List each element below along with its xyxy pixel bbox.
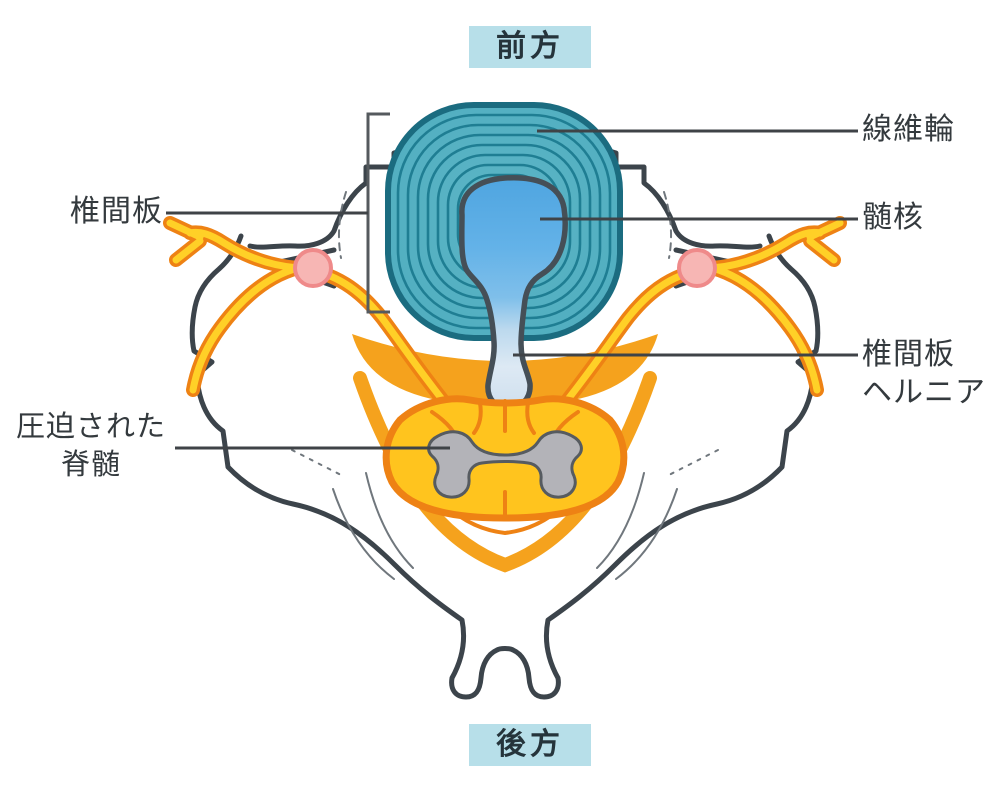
gray-matter-butterfly — [427, 430, 583, 499]
bone-dotted-left — [291, 449, 346, 478]
bone-dotted-right — [664, 449, 719, 478]
inferior-articular-left — [332, 472, 414, 580]
left-vertebral-artery — [293, 248, 333, 288]
bone-step-right — [583, 141, 763, 250]
label-intervertebral-disc: 椎間板 — [70, 195, 163, 228]
bone-detail-lines — [291, 191, 719, 580]
label-annulus-fibrosus: 線維輪 — [862, 113, 955, 146]
label-disc-herniation-line1: 椎間板 — [862, 338, 955, 371]
label-compressed-line2: 脊髄 — [60, 449, 121, 481]
bone-silhouette — [189, 233, 821, 700]
bone-step-left — [247, 141, 427, 250]
label-compressed-line1: 圧迫された — [15, 411, 166, 443]
inferior-articular-right — [596, 472, 678, 580]
orientation-label-anterior: 前方 — [469, 26, 591, 68]
label-disc-herniation-line2: ヘルニア — [862, 376, 986, 409]
label-compressed-spinal-cord: 圧迫された 脊髄 — [12, 408, 170, 484]
leader-lines — [166, 129, 858, 450]
right-vertebral-artery — [677, 248, 717, 288]
orientation-label-posterior: 後方 — [469, 724, 591, 766]
label-disc-herniation: 椎間板 ヘルニア — [862, 336, 986, 412]
bone-dashed-left — [337, 191, 347, 259]
compressed-spinal-cord — [382, 395, 628, 522]
bone-dashed-right — [663, 191, 673, 259]
label-nucleus-pulposus: 髄核 — [862, 201, 924, 234]
nucleus-pulposus-shape — [459, 174, 568, 411]
